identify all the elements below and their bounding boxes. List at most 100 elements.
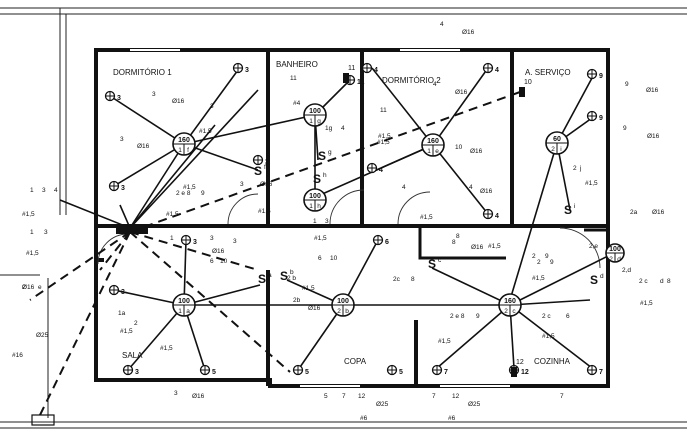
wire-label-text: 10	[455, 144, 463, 151]
wire-label-text: 2,e	[589, 243, 598, 250]
wire-label-text: 1a	[118, 310, 126, 317]
wire-label: #1,5	[542, 333, 555, 340]
wire-label: Ø16	[480, 188, 493, 195]
lamp-power: 160	[504, 298, 516, 305]
switch-glyph: S	[564, 203, 572, 217]
wire-label-text: #1,5	[585, 180, 598, 187]
wire-label-text: e	[38, 284, 42, 291]
lamp-power: 100	[309, 108, 321, 115]
lamp-point: e	[435, 148, 439, 155]
wire-label: #4	[293, 100, 301, 107]
lamp-circuit: 1	[427, 148, 431, 155]
wire-label: 9	[476, 313, 480, 320]
wire-label-text: #1,5	[640, 300, 653, 307]
wire-label: 4	[341, 125, 345, 132]
wire-label: #1,5	[640, 300, 653, 307]
site-lines	[0, 7, 687, 429]
wire-label: Ø16	[260, 181, 273, 188]
lamp-power: 100	[309, 193, 321, 200]
wire-label-text: 9	[550, 259, 554, 266]
wire-label: 3	[120, 136, 124, 143]
wire-label: 1a	[118, 310, 126, 317]
wire-label: 2	[537, 259, 541, 266]
lamp-power: 100	[609, 246, 621, 253]
lamp-point: c	[512, 308, 516, 315]
wire-label-text: 10	[330, 255, 338, 262]
wire-label-text: #16	[12, 352, 23, 359]
wire-label: 10	[330, 255, 338, 262]
outlet-number: 3	[121, 185, 125, 192]
wire-label: 10	[455, 144, 463, 151]
wire-label-text: 8	[411, 276, 415, 283]
wire-label: 3	[174, 390, 178, 397]
wire-label-text: 9	[625, 81, 629, 88]
outlet-number: 3	[193, 239, 197, 246]
wire-label: Ø16	[172, 98, 185, 105]
wire-label-text: 11	[380, 107, 387, 114]
wire-label: 12	[452, 393, 460, 400]
wire-label-text: 4	[402, 184, 406, 191]
switch-point: h	[323, 172, 327, 179]
switch-point: g	[328, 149, 332, 156]
wire-label-text: 2b	[293, 297, 301, 304]
wire-label: 3	[210, 103, 214, 110]
outlet-symbol: 7	[586, 364, 603, 376]
lamp-circuit: 1	[309, 203, 313, 210]
outlet-symbol: 7	[431, 364, 448, 376]
wire-label-text: Ø16	[192, 393, 205, 400]
wire-label: d	[660, 278, 664, 285]
wire-label-text: #1,5	[378, 133, 391, 140]
wire-label-text: 2a	[630, 209, 638, 216]
wire-label: 8	[452, 239, 456, 246]
switch-glyph: S	[254, 164, 262, 178]
wire-label: Ø16	[471, 244, 484, 251]
wire-label: Ø16	[455, 89, 468, 96]
wire-label: 4	[440, 21, 444, 28]
wire-label-text: #1,5	[532, 275, 545, 282]
wire-label: 6	[566, 313, 570, 320]
wire-label: 3	[42, 187, 46, 194]
wire-label: #1,5	[585, 180, 598, 187]
wire-label-text: Ø25	[36, 332, 49, 339]
switch-glyph: S	[428, 257, 436, 271]
switch-point: a	[268, 272, 272, 279]
wire-label-text: 12	[452, 393, 460, 400]
wire-label: 2,e	[589, 243, 598, 250]
wire-label: 6	[318, 255, 322, 262]
wall-fixture: 12	[511, 359, 524, 377]
switch-glyph: S	[313, 172, 321, 186]
wire-label-text: 3	[325, 218, 329, 225]
wire-label-text: Ø16	[480, 188, 493, 195]
lamp-power: 100	[337, 298, 349, 305]
wire-label-text: #1,5	[22, 211, 35, 218]
wire-label: 7	[560, 393, 564, 400]
lamp-power: 160	[427, 138, 439, 145]
wire-label-text: #1,5	[377, 139, 390, 146]
outlet-symbol: 3	[122, 364, 139, 376]
wire-label-text: 9	[201, 190, 205, 197]
wire-label: 3	[44, 229, 48, 236]
wire-label-text: 2	[537, 259, 541, 266]
outlet-number: 4	[495, 67, 499, 74]
lamp-power: 160	[178, 137, 190, 144]
lamp-circuit: 2	[609, 256, 613, 263]
wire-label: 11	[290, 75, 297, 82]
wire-label: Ø16	[192, 393, 205, 400]
wire-label: 1	[30, 187, 34, 194]
wire-label-text: 5	[324, 393, 328, 400]
wire-label: 1	[170, 235, 174, 242]
wire-label-text: 1	[30, 187, 34, 194]
wire-label: #1,5	[166, 211, 179, 218]
fixture-number: 10	[524, 79, 532, 86]
lamp-point: g	[317, 118, 321, 125]
outlet-number: 9	[599, 115, 603, 122]
wire-label-text: Ø16	[455, 89, 468, 96]
